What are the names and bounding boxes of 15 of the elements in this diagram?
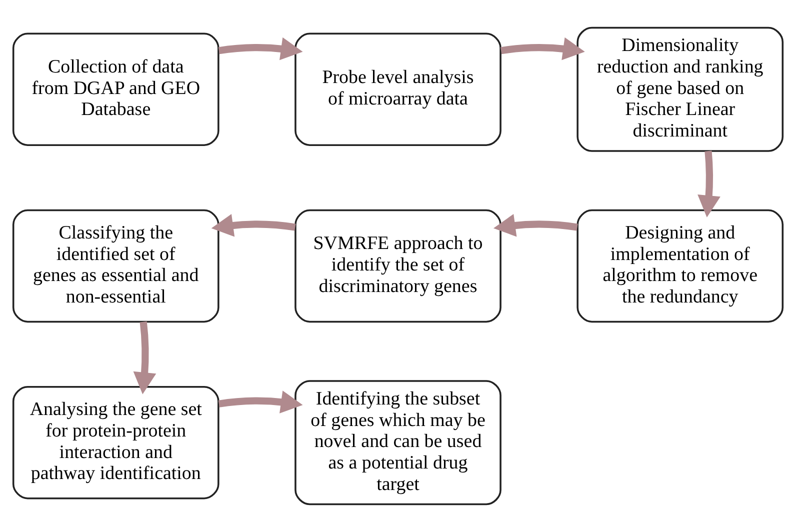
node-box: Collection of data from DGAP and GEO Database (12, 32, 220, 146)
node-box: Designing and implementation of algorithm to remove the redundancy (576, 209, 784, 323)
node-box: Classifying the identified set of genes as essential and non-essential (12, 209, 220, 323)
arrow (493, 214, 578, 237)
arrow (218, 37, 303, 60)
arrow (218, 390, 303, 414)
arrow (133, 321, 156, 394)
node-box: Dimensionality reduction and ranking of gene based on Fischer Linear discriminant (576, 26, 784, 152)
node-box: Analysing the gene set for protein-protein interaction and pathway identification (12, 386, 220, 500)
arrow (211, 214, 296, 237)
arrow (500, 37, 585, 60)
node-box: Identifying the subset of genes which may be novel and can be used as a potential drug target (294, 380, 502, 506)
node-box: SVMRFE approach to identify the set of discriminatory genes (294, 209, 502, 323)
node-box: Probe level analysis of microarray data (294, 32, 502, 146)
arrow (698, 150, 720, 218)
